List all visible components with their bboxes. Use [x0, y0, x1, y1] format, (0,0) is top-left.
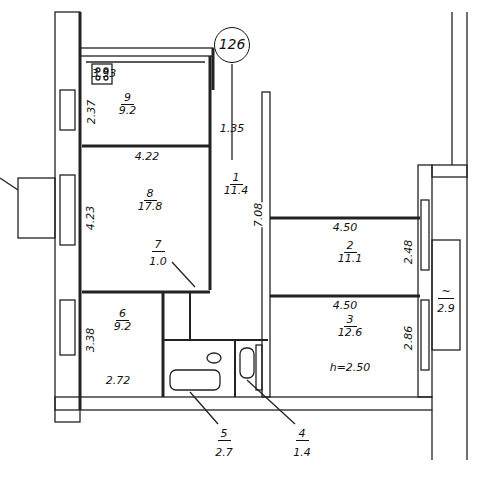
dimension: 2.72 — [106, 375, 131, 387]
room-number: 7 — [152, 239, 165, 252]
room-area: 12.6 — [338, 327, 363, 339]
dimension: 1.35 — [220, 123, 245, 135]
room-area: 17.8 — [138, 201, 163, 213]
room-number: 4 — [296, 428, 309, 441]
room: 99.2 — [100, 92, 155, 137]
dimension: 4.23 — [85, 206, 97, 231]
room-area: 9.2 — [114, 321, 132, 333]
room-number: 5 — [218, 428, 231, 441]
ceiling-height: h=2.50 — [330, 362, 371, 374]
dimension: 3.93 — [92, 68, 117, 80]
room: 69.2 — [95, 308, 150, 353]
room-number: 2 — [344, 240, 357, 253]
room-number: 9 — [121, 92, 134, 105]
room: 817.8 — [120, 188, 180, 233]
room-area: 1.4 — [293, 447, 311, 459]
room-area: 1.0 — [149, 256, 167, 268]
room-number: 1 — [230, 172, 243, 185]
dimension: 3.38 — [85, 328, 97, 353]
dimension: 7.08 — [253, 203, 265, 228]
room: 312.6 — [320, 314, 380, 359]
room-area: 9.2 — [119, 105, 137, 117]
room: 111.4 — [214, 172, 258, 222]
room-number: 3 — [344, 314, 357, 327]
room: 211.1 — [320, 240, 380, 285]
room-number: 8 — [144, 188, 157, 201]
dimension: 4.50 — [333, 222, 358, 234]
dimension: 4.22 — [135, 151, 160, 163]
dimension: 2.48 — [403, 240, 415, 265]
dimension: 2.37 — [86, 100, 98, 125]
dimension: 2.86 — [403, 326, 415, 351]
room-area: 2.7 — [215, 447, 233, 459]
room-area: 11.4 — [224, 185, 249, 197]
room-area: 11.1 — [338, 253, 363, 265]
apartment-number: 126 — [214, 27, 250, 63]
room-number: 6 — [116, 308, 129, 321]
room-area: 2.9 — [437, 303, 455, 315]
dimension: 4.50 — [333, 300, 358, 312]
room-number: ~ — [438, 286, 453, 299]
apartment-number: 126 — [219, 37, 246, 52]
